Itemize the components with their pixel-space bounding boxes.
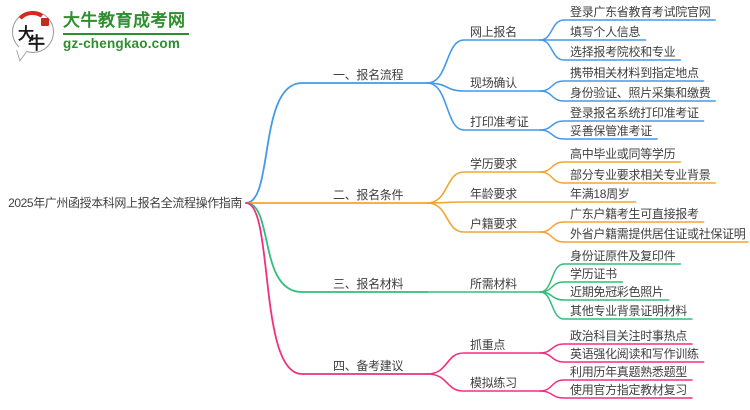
connector-line bbox=[426, 201, 541, 204]
sub-node: 户籍要求 bbox=[470, 217, 517, 231]
connector-line bbox=[426, 352, 541, 375]
connector-line bbox=[539, 129, 658, 140]
connector-line bbox=[426, 171, 541, 204]
leaf-node: 利用历年真题熟悉题型 bbox=[570, 365, 688, 379]
leaf-node: 身份证原件及复印件 bbox=[570, 249, 676, 263]
sub-node: 所需材料 bbox=[470, 277, 517, 291]
connector-line bbox=[539, 352, 705, 363]
connector-line bbox=[426, 82, 541, 131]
leaf-node: 携带相关材料到指定地点 bbox=[570, 66, 699, 80]
badge-char-1: 大 bbox=[18, 26, 35, 43]
leaf-node: 近期免冠彩色照片 bbox=[570, 285, 664, 299]
leaf-node: 广东户籍考生可直接报考 bbox=[570, 207, 699, 221]
logo-divider bbox=[63, 33, 189, 35]
branch-node: 一、报名流程 bbox=[333, 68, 404, 82]
connector-line bbox=[426, 373, 541, 392]
connector-line bbox=[539, 390, 693, 399]
leaf-node: 填写个人信息 bbox=[570, 25, 641, 39]
red-seal-icon bbox=[41, 18, 49, 26]
leaf-node: 身份验证、照片采集和缴费 bbox=[570, 86, 711, 100]
connector-line bbox=[426, 202, 541, 233]
logo-domain: gz-chengkao.com bbox=[63, 36, 181, 51]
mindmap-root-node: 2025年广州函授本科网上报名全流程操作指南 bbox=[8, 196, 242, 210]
sub-node: 打印准考证 bbox=[470, 115, 529, 129]
leaf-node: 登录报名系统打印准考证 bbox=[570, 106, 699, 120]
sub-node: 模拟练习 bbox=[470, 376, 517, 390]
sub-node: 现场确认 bbox=[470, 76, 517, 90]
connector-line bbox=[426, 82, 541, 92]
leaf-node: 登录广东省教育考试院官网 bbox=[570, 5, 711, 19]
connector-line bbox=[539, 291, 693, 320]
leaf-node: 选择报考院校和专业 bbox=[570, 45, 676, 59]
sub-node: 抓重点 bbox=[470, 338, 506, 352]
leaf-node: 政治科目关注时事热点 bbox=[570, 329, 688, 343]
connector-line bbox=[539, 90, 716, 102]
sub-node: 网上报名 bbox=[470, 25, 517, 39]
connector-line bbox=[245, 82, 428, 204]
leaf-node: 英语强化阅读和写作训练 bbox=[570, 347, 699, 361]
logo-title: 大牛教育成考网 bbox=[63, 11, 186, 30]
bull-badge-icon: 大 牛 bbox=[12, 9, 54, 62]
leaf-node: 其他专业背景证明材料 bbox=[570, 304, 688, 318]
connector-line bbox=[426, 39, 541, 84]
sub-node: 学历要求 bbox=[470, 157, 517, 171]
leaf-node: 年满18周岁 bbox=[570, 187, 630, 201]
connector-line bbox=[245, 202, 428, 375]
leaf-node: 高中毕业或同等学历 bbox=[570, 147, 676, 161]
branch-node: 三、报名材料 bbox=[333, 277, 404, 291]
connector-line bbox=[245, 202, 428, 293]
connector-line bbox=[539, 231, 749, 243]
connector-line bbox=[539, 171, 716, 184]
branch-node: 二、报名条件 bbox=[333, 188, 404, 202]
branch-node: 四、备考建议 bbox=[333, 359, 404, 373]
site-logo: 大 牛 大牛教育成考网 gz-chengkao.com bbox=[12, 9, 189, 62]
leaf-node: 妥善保管准考证 bbox=[570, 124, 652, 138]
sub-node: 年龄要求 bbox=[470, 187, 517, 201]
leaf-node: 外省户籍需提供居住证或社保证明 bbox=[570, 227, 746, 241]
leaf-node: 使用官方指定教材复习 bbox=[570, 383, 688, 397]
logo-text: 大牛教育成考网 gz-chengkao.com bbox=[63, 11, 189, 51]
leaf-node: 学历证书 bbox=[570, 267, 617, 281]
leaf-node: 部分专业要求相关专业背景 bbox=[570, 168, 711, 182]
badge-char-2: 牛 bbox=[28, 34, 45, 53]
connector-line bbox=[539, 39, 682, 61]
